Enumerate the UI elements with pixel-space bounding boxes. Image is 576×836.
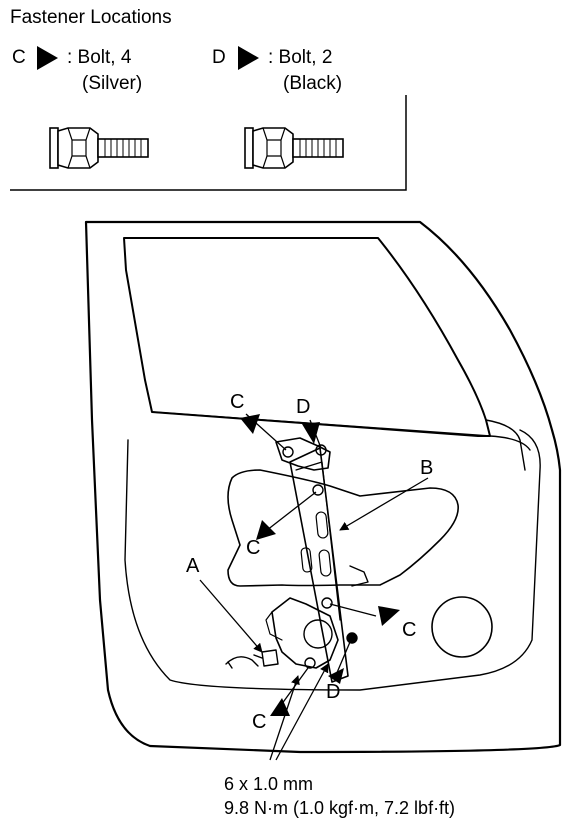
c-marker-icon: [37, 46, 58, 70]
d-pointer-icon: [302, 422, 320, 444]
callout-b: B: [420, 457, 433, 479]
silver-bolt-icon: [49, 127, 149, 169]
leader-line: [329, 603, 377, 617]
callout-d: D: [326, 681, 340, 703]
upper-bolt-c: [282, 446, 294, 458]
door-outer-outline: [84, 220, 562, 754]
legend-letter-d: D: [212, 47, 226, 68]
legend-desc-c: : Bolt, 4: [67, 47, 132, 68]
motor-gear: [303, 619, 333, 649]
rail-slot: [318, 549, 332, 577]
c-pointer-icon: [240, 414, 260, 434]
regulator-motor: [271, 597, 339, 669]
leader-line: [335, 641, 351, 676]
callout-c: C: [230, 391, 244, 413]
connector-a: [253, 649, 279, 667]
lower-bolt-c: [321, 597, 333, 609]
upper-bolt-d: [315, 444, 327, 456]
speaker-hole: [431, 596, 493, 658]
legend-item-d: D : Bolt, 2 (Black): [212, 46, 344, 169]
c-pointer-icon: [256, 520, 276, 540]
rail-slot: [315, 511, 329, 539]
c-pointer-icon: [378, 606, 400, 626]
legend-letter-c: C: [12, 47, 26, 68]
leader-line: [261, 491, 317, 535]
callout-a: A: [186, 555, 200, 577]
legend-color-d: (Black): [283, 73, 342, 94]
rail-bolt-c: [312, 484, 324, 496]
leader-line: [199, 579, 263, 653]
legend-border: [10, 95, 407, 191]
side-bracket: [349, 565, 369, 587]
a-pillar-edge: [485, 419, 526, 471]
torque-spec: 6 x 1.0 mm 9.8 N·m (1.0 kgf·m, 7.2 lbf·f…: [224, 774, 455, 818]
spec-leader-line: [275, 663, 329, 761]
d-marker-icon: [238, 46, 259, 70]
black-bolt-icon: [244, 127, 344, 169]
door-drawing: [84, 220, 562, 754]
spec-leader-line: [269, 675, 300, 761]
legend-color-c: (Silver): [82, 73, 142, 94]
callout-c: C: [402, 619, 416, 641]
fastener-legend: Fastener Locations C : Bolt, 4 (Silver) …: [10, 7, 407, 191]
legend-item-c: C : Bolt, 4 (Silver): [12, 46, 149, 169]
d-pointer-icon: [328, 668, 344, 684]
window-frame: [123, 237, 491, 437]
legend-desc-d: : Bolt, 2: [268, 47, 332, 68]
rail-slot: [300, 547, 313, 573]
upper-glass-bracket: [275, 437, 331, 471]
belt-line: [151, 411, 531, 451]
callout-c: C: [246, 537, 260, 559]
legend-title: Fastener Locations: [10, 7, 172, 28]
service-hole: [227, 469, 459, 587]
lower-bolt-d: [346, 632, 358, 644]
regulator-rail: [289, 447, 349, 683]
c-pointer-icon: [270, 698, 290, 716]
bottom-bolt-c: [304, 657, 316, 669]
spec-size: 6 x 1.0 mm: [224, 774, 313, 794]
callout-c: C: [252, 711, 266, 733]
leader-line: [339, 477, 429, 531]
harness-wire: [225, 656, 259, 667]
spec-torque: 9.8 N·m (1.0 kgf·m, 7.2 lbf·ft): [224, 798, 455, 818]
callout-d: D: [296, 396, 310, 418]
callouts: C D B C A C D C: [186, 391, 433, 761]
door-inner-contour: [124, 429, 541, 691]
